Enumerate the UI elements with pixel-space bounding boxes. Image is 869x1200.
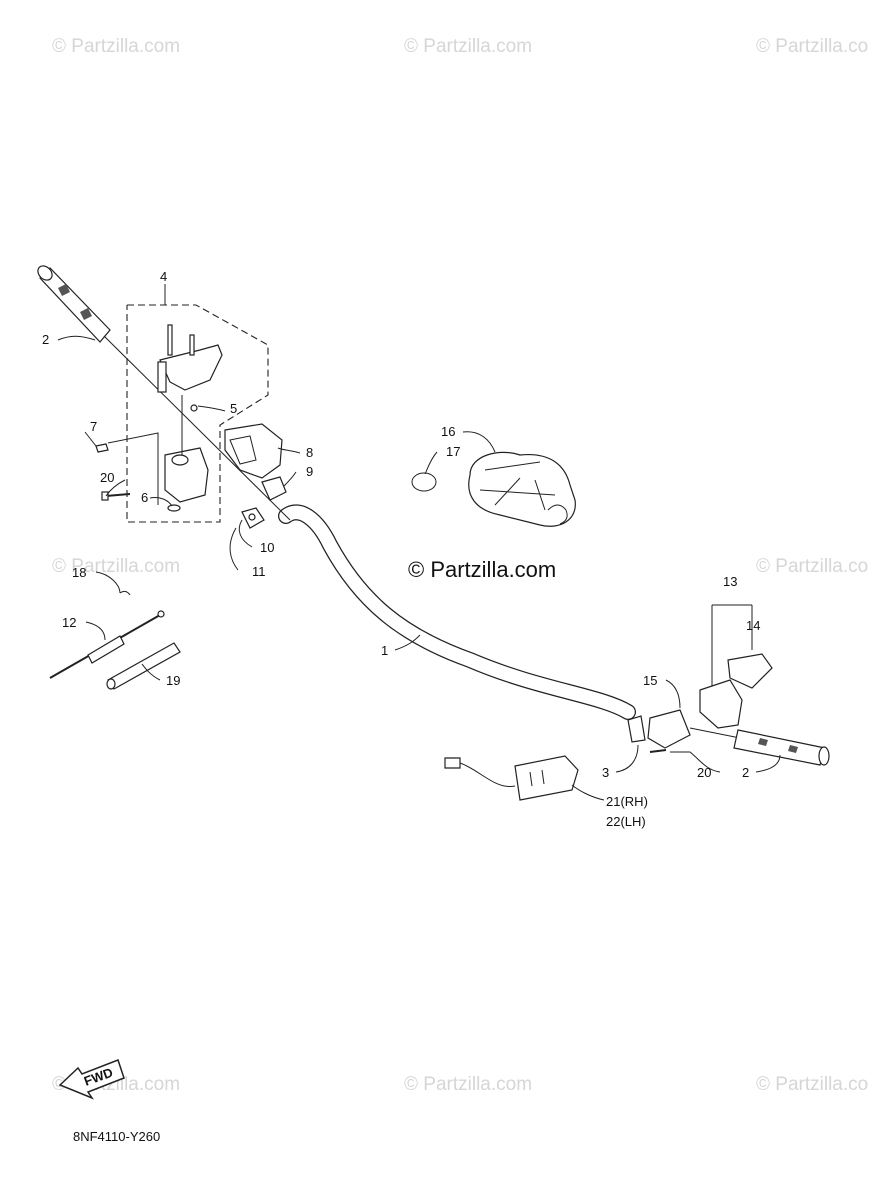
fwd-arrow-badge: FWD	[58, 1059, 125, 1100]
left-grip	[37, 265, 291, 521]
watermark-mid-right: © Partzilla.com	[756, 556, 869, 577]
switch-housing	[224, 423, 283, 479]
callout-18: 18	[72, 565, 86, 580]
watermark-top-left: © Partzilla.com	[52, 36, 180, 57]
callout-1: 1	[381, 643, 388, 658]
callout-17: 17	[446, 444, 460, 459]
callout-5: 5	[230, 401, 237, 416]
callout-13: 13	[723, 574, 737, 589]
callout-11: 11	[252, 564, 266, 579]
callout-16: 16	[441, 424, 455, 439]
grip-heater-harness	[444, 755, 579, 801]
leader-lines	[57, 335, 781, 801]
watermark-bottom-right: © Partzilla.com	[756, 1074, 869, 1095]
callout-2-left: 2	[42, 332, 49, 347]
right-grip	[733, 729, 830, 766]
throttle-cable	[49, 590, 165, 679]
callout-14: 14	[746, 618, 760, 633]
callout-20-right: 20	[697, 765, 711, 780]
watermark-center: © Partzilla.com	[408, 557, 556, 582]
callout-12: 12	[62, 615, 76, 630]
callout-19: 19	[166, 673, 180, 688]
right-switch	[647, 604, 773, 753]
watermark-bottom-center: © Partzilla.com	[404, 1074, 532, 1095]
callout-22: 22(LH)	[606, 814, 646, 829]
callout-2-right: 2	[742, 765, 749, 780]
callout-10: 10	[260, 540, 274, 555]
brake-lever	[157, 324, 223, 412]
small-parts	[241, 476, 287, 529]
callout-20-left: 20	[100, 470, 114, 485]
lever-assembly-box	[126, 284, 269, 523]
callout-8: 8	[306, 445, 313, 460]
watermark-mid-left: © Partzilla.com	[52, 556, 180, 577]
handlebar-pad	[468, 451, 576, 527]
screw-left	[101, 491, 131, 501]
callout-3: 3	[602, 765, 609, 780]
callout-4: 4	[160, 269, 167, 284]
pad-clip	[411, 472, 437, 492]
handlebar	[278, 504, 646, 743]
watermark-top-right: © Partzilla.com	[756, 36, 869, 57]
callout-9: 9	[306, 464, 313, 479]
callouts: 2 4 5 7 8 9 20 6 10 11 18 12 19 1 16 17 …	[42, 269, 760, 829]
callout-6: 6	[141, 490, 148, 505]
watermark-top-center: © Partzilla.com	[404, 36, 532, 57]
callout-15: 15	[643, 673, 657, 688]
lever-holder	[95, 395, 209, 512]
callout-21: 21(RH)	[606, 794, 648, 809]
callout-7: 7	[90, 419, 97, 434]
diagram-code: 8NF4110-Y260	[73, 1129, 160, 1144]
watermark-layer: © Partzilla.com © Partzilla.com © Partzi…	[52, 36, 869, 1095]
